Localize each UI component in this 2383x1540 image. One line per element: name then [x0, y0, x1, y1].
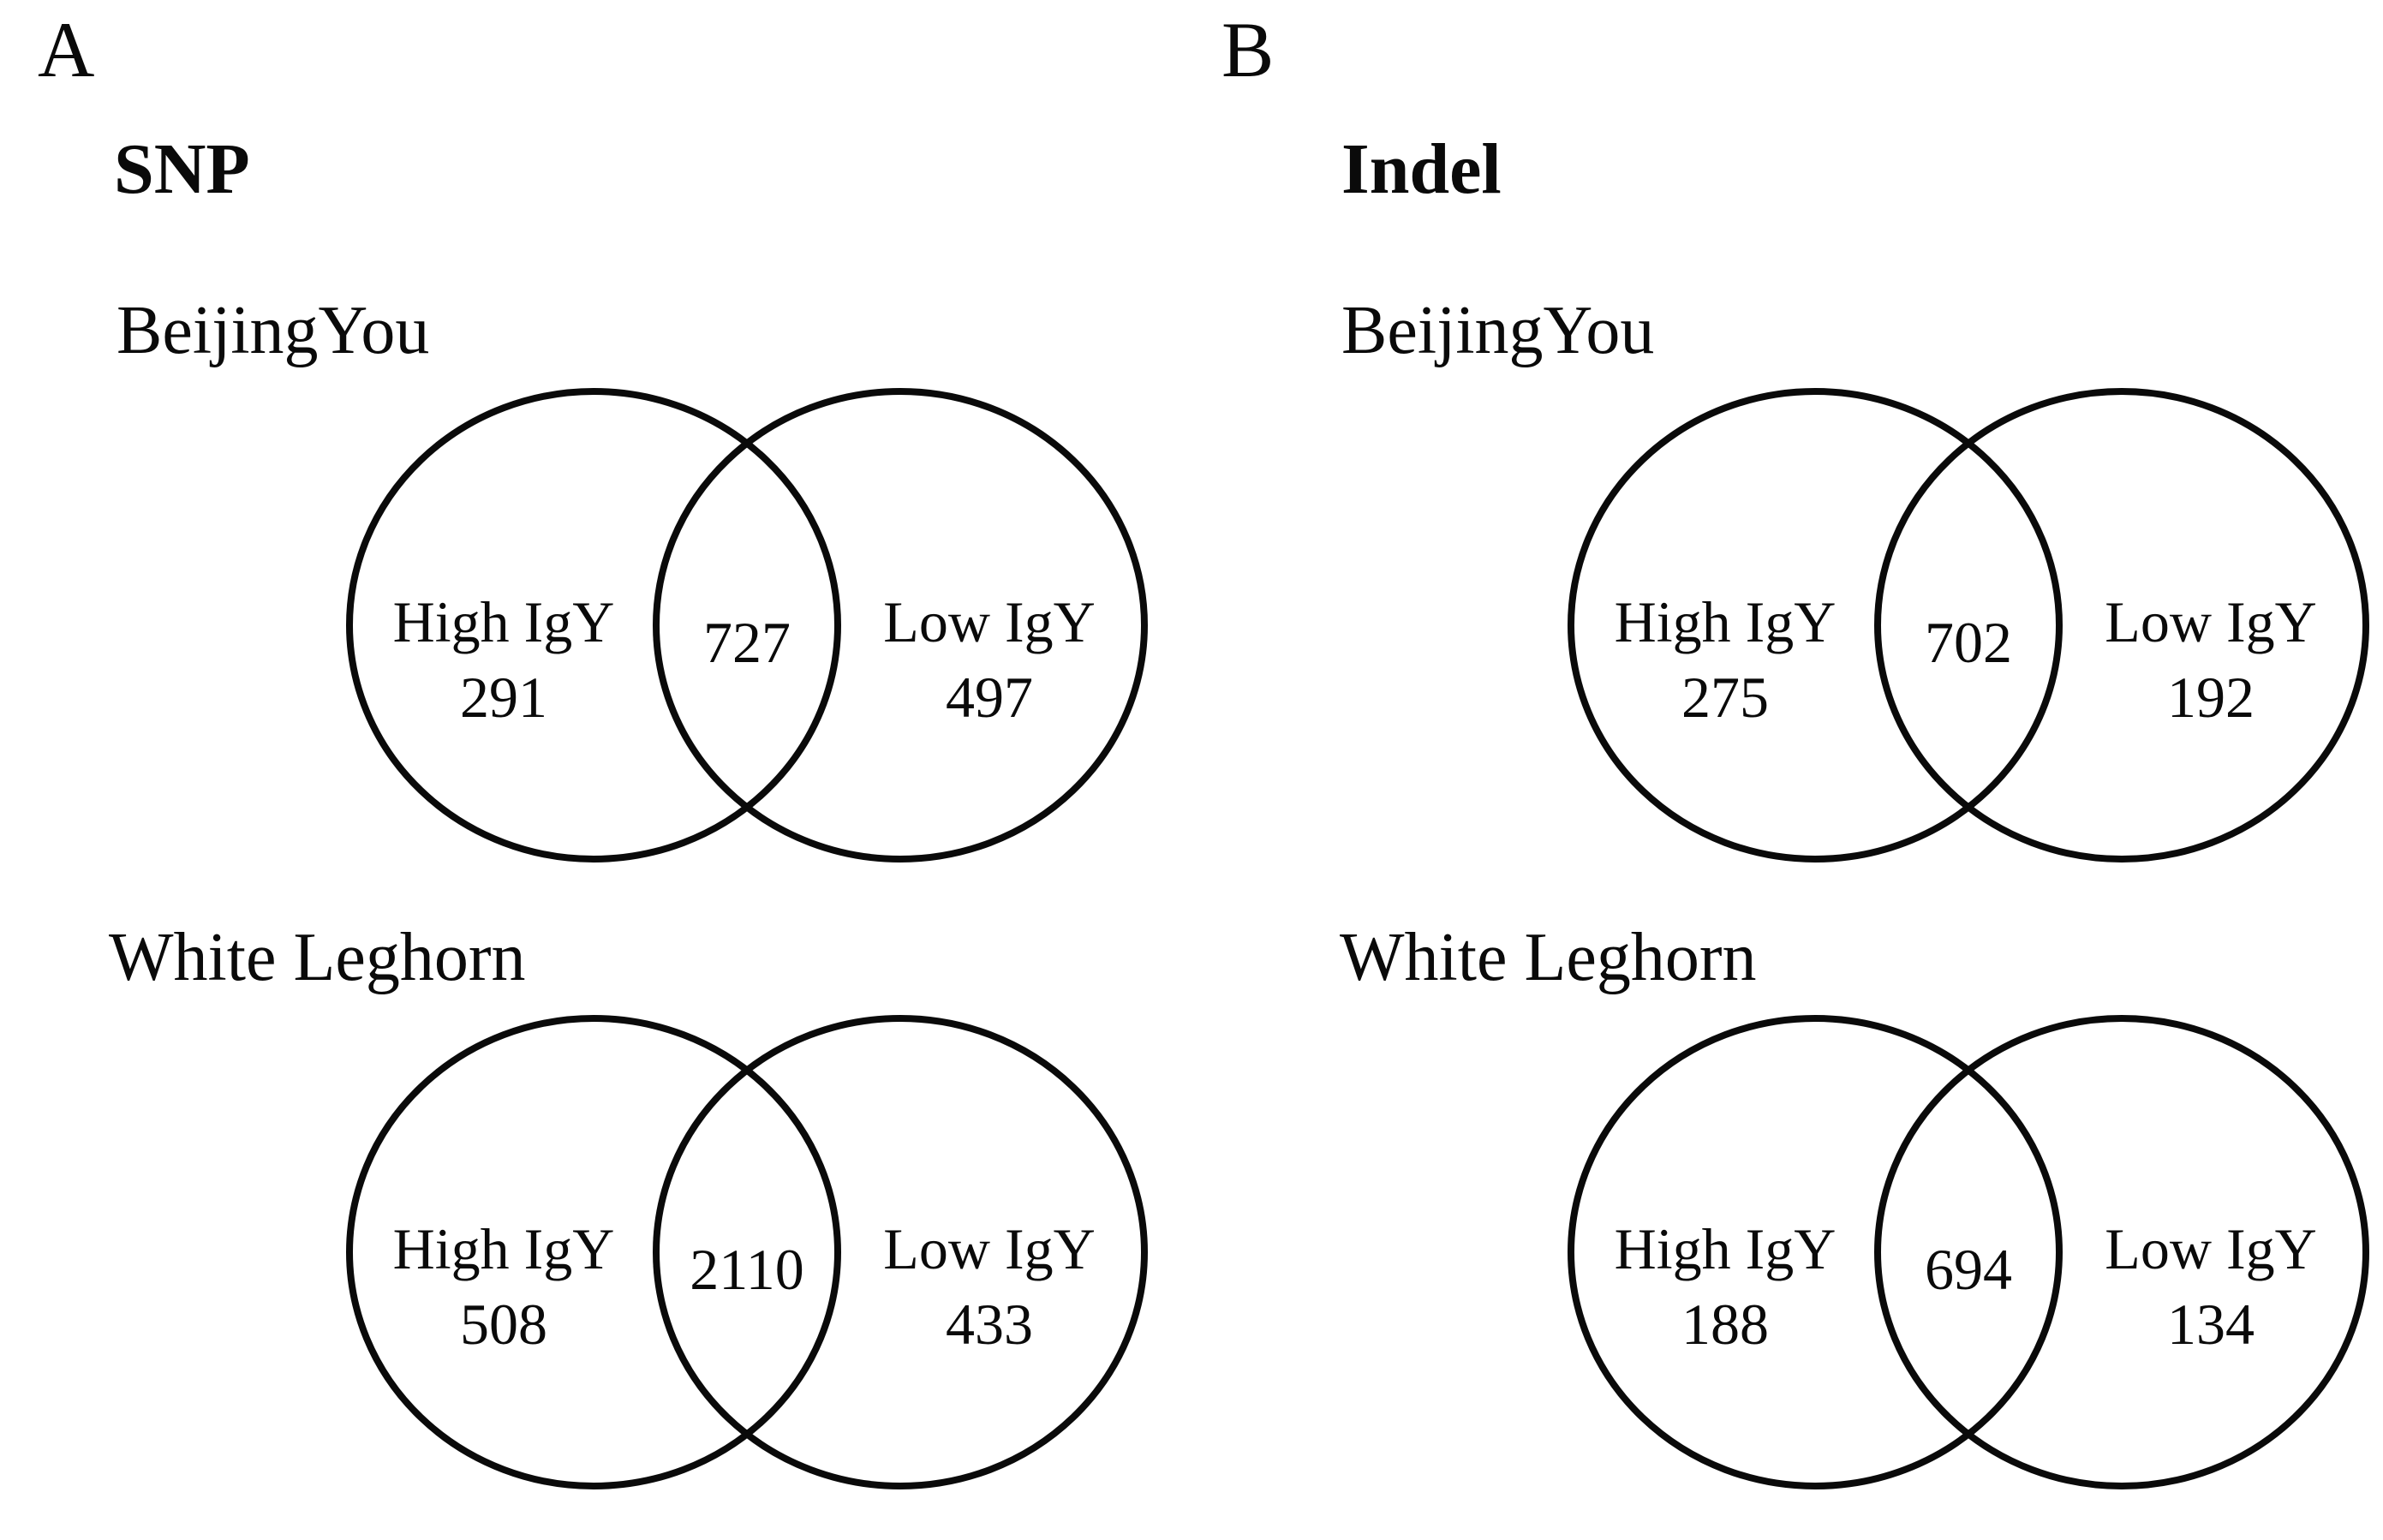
low-igy-label-group: Low IgY 497	[852, 584, 1126, 735]
venn-circles	[1568, 1015, 2369, 1489]
set-count: 188	[1681, 1292, 1769, 1357]
panel-letter-b: B	[1221, 6, 1275, 93]
venn-title-indel-beijingyou: BeijingYou	[1341, 293, 1655, 368]
set-count: 433	[946, 1292, 1033, 1357]
venn-circles	[346, 388, 1148, 863]
set-count: 508	[460, 1292, 547, 1357]
overlap-count: 727	[703, 610, 791, 675]
set-label: High IgY	[392, 1216, 615, 1281]
high-igy-circle	[1568, 388, 2063, 863]
high-igy-label-group: High IgY 291	[367, 584, 641, 735]
set-count: 291	[460, 665, 547, 730]
set-label: High IgY	[1614, 589, 1837, 654]
venn-indel-whiteleghorn: High IgY 188 694 Low IgY 134	[1564, 987, 2378, 1518]
high-igy-label-group: High IgY 508	[367, 1211, 641, 1362]
overlap-count: 694	[1925, 1237, 2012, 1302]
set-label: High IgY	[1614, 1216, 1837, 1281]
high-igy-circle	[346, 388, 841, 863]
venn-indel-beijingyou: High IgY 275 702 Low IgY 192	[1564, 360, 2378, 891]
venn-title-indel-whiteleghorn: White Leghorn	[1340, 920, 1757, 995]
set-count: 497	[946, 665, 1033, 730]
set-count: 134	[2167, 1292, 2255, 1357]
set-label: Low IgY	[883, 589, 1096, 654]
heading-snp: SNP	[114, 129, 250, 209]
low-igy-circle	[653, 1015, 1148, 1489]
high-igy-label-group: High IgY 275	[1588, 584, 1862, 735]
low-igy-circle	[1874, 388, 2369, 863]
set-label: Low IgY	[2105, 1216, 2317, 1281]
low-igy-circle	[653, 388, 1148, 863]
low-igy-label-group: Low IgY 134	[2074, 1211, 2348, 1362]
venn-snp-whiteleghorn: High IgY 508 2110 Low IgY 433	[343, 987, 1156, 1518]
high-igy-circle	[346, 1015, 841, 1489]
set-label: Low IgY	[883, 1216, 1096, 1281]
overlap-count: 2110	[690, 1237, 804, 1302]
venn-title-snp-whiteleghorn: White Leghorn	[109, 920, 526, 995]
heading-indel: Indel	[1341, 129, 1502, 209]
venn-circles	[346, 1015, 1148, 1489]
set-label: Low IgY	[2105, 589, 2317, 654]
overlap-count: 702	[1925, 610, 2012, 675]
panel-letter-a: A	[38, 6, 95, 93]
low-igy-label-group: Low IgY 433	[852, 1211, 1126, 1362]
high-igy-circle	[1568, 1015, 2063, 1489]
venn-circles	[1568, 388, 2369, 863]
set-count: 192	[2167, 665, 2255, 730]
low-igy-circle	[1874, 1015, 2369, 1489]
set-count: 275	[1681, 665, 1769, 730]
venn-title-snp-beijingyou: BeijingYou	[116, 293, 430, 368]
low-igy-label-group: Low IgY 192	[2074, 584, 2348, 735]
high-igy-label-group: High IgY 188	[1588, 1211, 1862, 1362]
venn-snp-beijingyou: High IgY 291 727 Low IgY 497	[343, 360, 1156, 891]
set-label: High IgY	[392, 589, 615, 654]
